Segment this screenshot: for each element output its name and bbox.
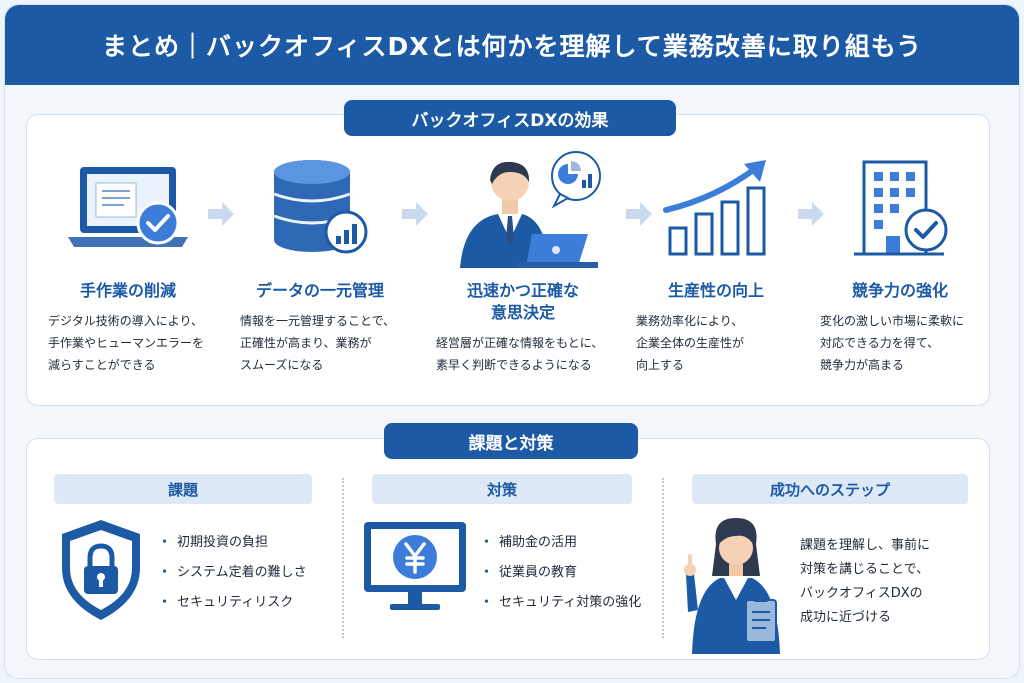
building-check-icon	[854, 160, 948, 256]
header-banner: まとめ｜バックオフィスDXとは何かを理解して業務改善に取り組もう	[5, 5, 1019, 85]
effect-description: 経営層が正確な情報をもとに、 素早く判断できるようになる	[436, 336, 604, 372]
measures-list: ・補助金の活用 ・従業員の教育 ・セキュリティ対策の強化	[480, 528, 641, 618]
column-divider	[662, 478, 664, 638]
list-item: ・従業員の教育	[480, 565, 578, 580]
column-divider	[342, 478, 344, 638]
effect-data-centralization: データの一元管理 情報を一元管理することで、 正確性が高まり、業務が スムーズに…	[232, 148, 408, 376]
businessman-laptop-icon	[460, 151, 601, 268]
effect-decision-making: 迅速かつ正確な 意思決定 経営層が正確な情報をもとに、 素早く判断できるようにな…	[428, 148, 618, 376]
list-item: ・補助金の活用	[480, 535, 578, 550]
page-title: まとめ｜バックオフィスDXとは何かを理解して業務改善に取り組もう	[101, 32, 923, 61]
effect-title: 迅速かつ正確な 意思決定	[466, 281, 579, 322]
effect-description: デジタル技術の導入により、 手作業やヒューマンエラーを 減らすことができる	[48, 314, 205, 372]
database-chart-icon	[273, 160, 368, 254]
steps-column-title: 成功へのステップ	[692, 474, 968, 504]
shield-lock-icon	[62, 520, 140, 620]
effect-title: 競争力の強化	[851, 281, 948, 300]
growth-chart-icon	[663, 160, 766, 256]
laptop-check-icon	[68, 167, 188, 247]
list-item: ・セキュリティ対策の強化	[480, 595, 642, 610]
issues-column-title: 課題	[54, 474, 312, 504]
effect-title: データの一元管理	[255, 281, 384, 300]
businesswoman-clipboard-icon	[684, 518, 780, 654]
effect-productivity: 生産性の向上 業務効率化により、 企業全体の生産性が 向上する	[628, 148, 804, 376]
monitor-yen-icon	[364, 522, 466, 610]
steps-description: 課題を理解し、事前に 対策を講じることで、 バックオフィスDXの 成功に近づける	[800, 538, 931, 625]
list-item: ・システム定着の難しさ	[158, 565, 307, 580]
effect-description: 情報を一元管理することで、 正確性が高まり、業務が スムーズになる	[240, 314, 396, 372]
issues-section-title: 課題と対策	[384, 423, 638, 459]
effect-description: 変化の激しい市場に柔軟に 対応できる力を得て、 競争力が高まる	[820, 314, 965, 372]
chevron-right-icon	[208, 202, 234, 226]
effect-competitiveness: 競争力の強化 変化の激しい市場に柔軟に 対応できる力を得て、 競争力が高まる	[812, 148, 988, 376]
issues-list: ・初期投資の負担 ・システム定着の難しさ ・セキュリティリスク	[158, 528, 307, 618]
effect-manual-work-reduction: 手作業の削減 デジタル技術の導入により、 手作業やヒューマンエラーを 減らすこと…	[40, 148, 216, 376]
measures-column-title: 対策	[372, 474, 632, 504]
chevron-right-icon	[402, 202, 428, 226]
list-item: ・セキュリティリスク	[158, 595, 294, 610]
effect-description: 業務効率化により、 企業全体の生産性が 向上する	[636, 314, 745, 372]
effect-title: 手作業の削減	[79, 281, 176, 300]
chevron-right-icon	[798, 202, 824, 226]
chevron-right-icon	[626, 202, 652, 226]
effect-title: 生産性の向上	[667, 281, 764, 300]
list-item: ・初期投資の負担	[158, 535, 269, 550]
effects-section-title: バックオフィスDXの効果	[344, 100, 676, 136]
